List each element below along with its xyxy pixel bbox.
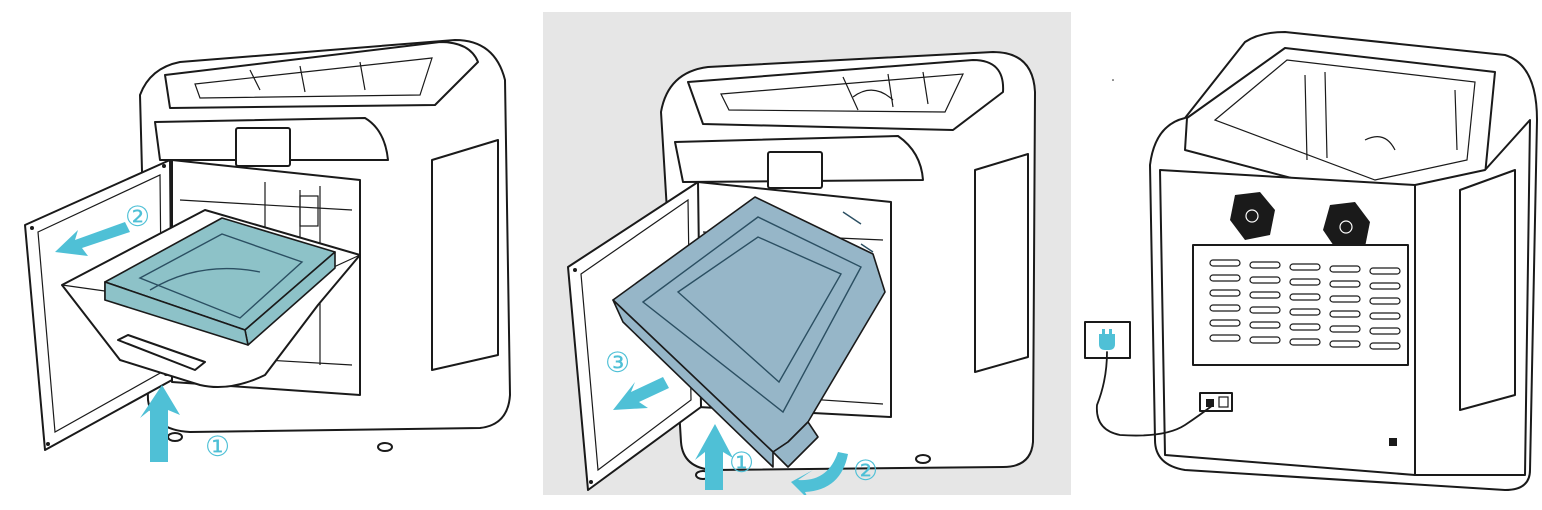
- printer-top-frame: [164, 41, 479, 109]
- vent-slots: [1209, 259, 1401, 350]
- panel-remove-pei-sheet: ① ② ③: [543, 12, 1071, 500]
- step-2-label: ②: [125, 200, 150, 233]
- printer-sheet-removal-drawing: ① ② ③: [543, 12, 1071, 500]
- power-cable: [1096, 351, 1214, 437]
- side-window: [431, 139, 499, 371]
- step-3-label: ③: [605, 346, 630, 379]
- left-arrow: [55, 222, 130, 256]
- panel-rear-power-connection: [1075, 0, 1542, 505]
- side-window: [974, 153, 1029, 373]
- step-2-label: ②: [853, 454, 878, 487]
- power-socket-icon: [1199, 392, 1233, 412]
- printer-front-open-drawing: ① ②: [24, 39, 511, 463]
- touch-screen: [235, 127, 291, 167]
- curved-arrow: [791, 452, 848, 500]
- step-1-label: ①: [205, 430, 230, 463]
- fan-icon: [1230, 192, 1275, 240]
- power-plug-icon: [1084, 321, 1131, 359]
- fan-icon: [1323, 202, 1370, 252]
- power-switch-icon: [1389, 438, 1397, 446]
- touch-screen: [767, 151, 823, 189]
- open-door: [567, 181, 702, 491]
- up-arrow: [695, 424, 733, 490]
- printer-rear-drawing: [1084, 31, 1538, 491]
- up-arrow: [140, 385, 180, 462]
- panel-remove-build-plate: ① ②: [0, 0, 530, 505]
- diagonal-left-arrow: [613, 377, 669, 410]
- step-1-label: ①: [729, 446, 754, 479]
